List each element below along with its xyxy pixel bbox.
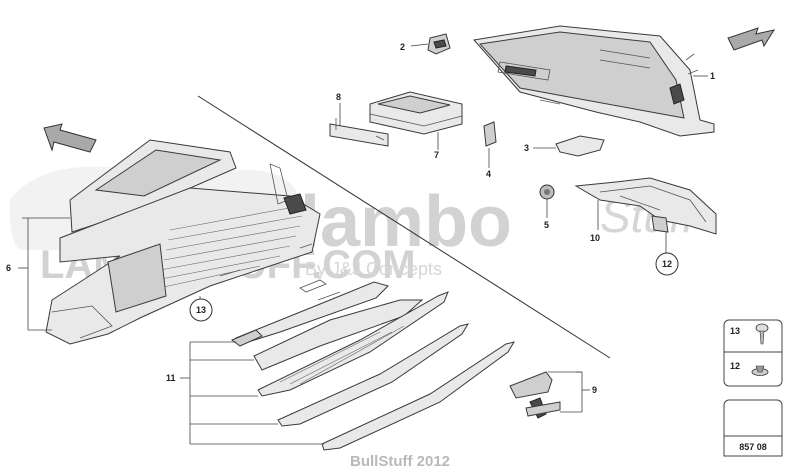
callout-4: 4 xyxy=(486,169,491,179)
direction-arrow-right-icon xyxy=(727,27,776,51)
callout-11: 11 xyxy=(166,373,176,383)
watermark-brand: lambo xyxy=(300,182,512,262)
callout-13-circle: 13 xyxy=(189,298,213,322)
part-round-clip xyxy=(539,184,555,200)
rivet-clip-icon xyxy=(751,365,769,376)
callout-12-circle: 12 xyxy=(655,252,679,276)
callout-labels: 1 2 3 4 5 6 7 8 9 10 11 12 13 xyxy=(6,42,715,395)
part-clip xyxy=(427,33,451,55)
callout-5: 5 xyxy=(544,220,549,230)
screw-icon xyxy=(755,323,769,345)
part-bracket-plate xyxy=(329,118,389,147)
part-mount-brackets xyxy=(509,371,561,419)
part-glovebox-tray xyxy=(45,139,321,345)
callout-2: 2 xyxy=(400,42,405,52)
part-support-frame xyxy=(574,177,717,235)
direction-arrow-left-icon xyxy=(43,123,97,153)
callout-7: 7 xyxy=(434,150,439,160)
callout-1: 1 xyxy=(710,71,715,81)
callout-9: 9 xyxy=(592,385,597,395)
callout-13: 13 xyxy=(196,305,206,315)
callout-10: 10 xyxy=(590,233,600,243)
hardware-legend: 13 12 857 08 xyxy=(723,319,783,457)
part-glovebox-housing xyxy=(473,25,715,137)
leader-lines xyxy=(18,43,708,445)
callout-8: 8 xyxy=(336,92,341,102)
callout-6: 6 xyxy=(6,263,11,273)
callout-12: 12 xyxy=(662,259,672,269)
part-small-bracket xyxy=(555,135,605,157)
footer-caption: BullStuff 2012 xyxy=(350,453,450,470)
part-trim-strips xyxy=(231,279,516,451)
legend-item-12: 12 xyxy=(730,361,740,371)
section-divider xyxy=(197,95,611,359)
diagram-number: 857 08 xyxy=(739,442,767,452)
legend-item-13: 13 xyxy=(730,326,740,336)
callout-3: 3 xyxy=(524,143,529,153)
watermark-by-line: By J&J Concepts xyxy=(305,259,442,279)
part-connector xyxy=(483,121,497,147)
part-control-unit xyxy=(369,91,463,135)
